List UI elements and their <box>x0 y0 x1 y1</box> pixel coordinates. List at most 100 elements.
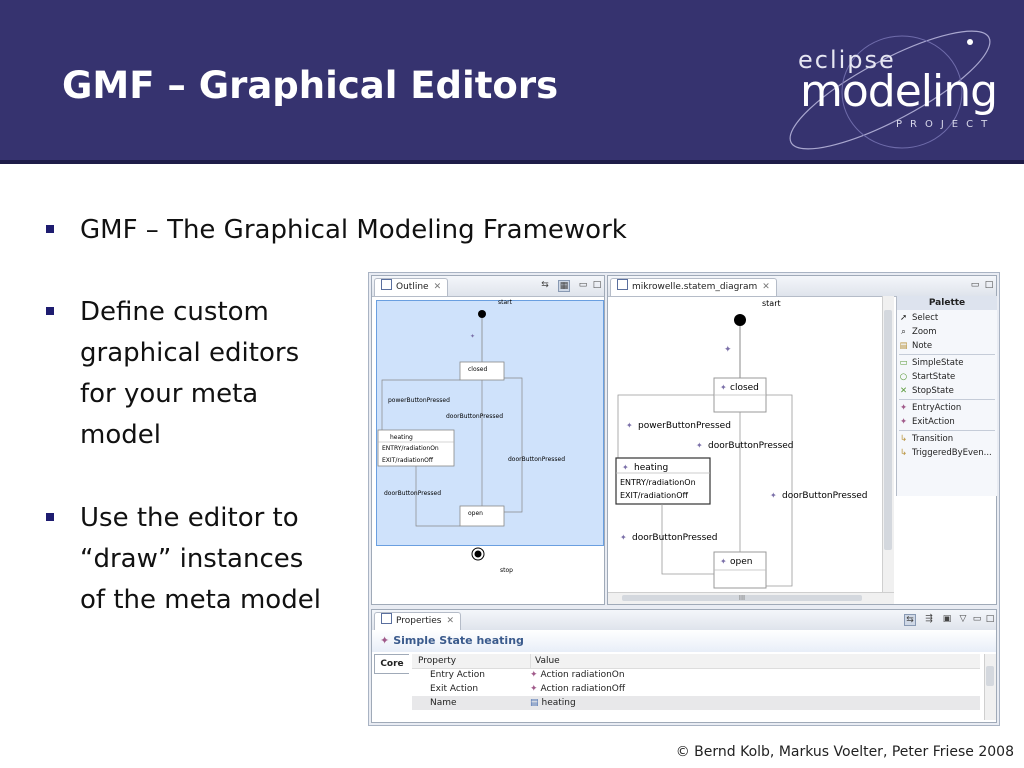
maximize-icon[interactable]: □ <box>984 280 994 290</box>
rounded-rect-icon: ▭ <box>899 358 908 368</box>
palette-item-note[interactable]: ▤Note <box>899 341 933 351</box>
outline-viewport-highlight[interactable] <box>376 300 604 546</box>
view-menu-icon[interactable]: ▽ <box>959 614 967 624</box>
svg-text:EXIT/radiationOff: EXIT/radiationOff <box>382 457 434 464</box>
transition-door2[interactable]: doorButtonPressed <box>782 491 868 501</box>
slide-header <box>0 0 1024 160</box>
svg-text:ENTRY/radiationOn: ENTRY/radiationOn <box>382 445 439 452</box>
copyright-credit: © Bernd Kolb, Markus Voelter, Peter Frie… <box>675 744 1014 760</box>
state-diagram-canvas[interactable]: start ✦ ✦ closed ✦ powerButtonPressed ✦ … <box>608 296 882 592</box>
gmf-editor-window: Outline✕ ⇆ ▦ ▭ □ start ✦ closed powerBut… <box>368 272 1000 726</box>
table-row[interactable]: Name ▤heating <box>412 696 980 710</box>
outline-start-label: start <box>498 299 513 306</box>
outline-tree-toggle-icon[interactable]: ⇆ <box>541 280 549 290</box>
palette-title: Palette <box>897 296 997 310</box>
header-divider <box>0 160 1024 164</box>
bullet-text-gmf: GMF – The Graphical Modeling Framework <box>80 215 627 245</box>
palette-item-simplestate[interactable]: ▭SimpleState <box>899 358 964 368</box>
connector-icon: ↳ <box>899 448 908 458</box>
maximize-icon[interactable]: □ <box>985 614 995 624</box>
palette-separator <box>899 430 995 431</box>
diamond-icon: ✦ <box>530 684 538 694</box>
diamond-icon: ✦ <box>720 557 727 566</box>
outline-transition-door1: doorButtonPressed <box>446 413 503 420</box>
diamond-icon: ✦ <box>899 403 908 413</box>
transition-door1[interactable]: doorButtonPressed <box>708 441 794 451</box>
diamond-icon: ✦ <box>626 421 633 430</box>
close-icon[interactable]: ✕ <box>762 282 770 292</box>
transition-power[interactable]: powerButtonPressed <box>638 421 731 431</box>
properties-vertical-scrollbar[interactable] <box>984 654 996 720</box>
palette-separator <box>899 354 995 355</box>
diamond-icon: ✦ <box>770 491 777 500</box>
properties-table: Property Value Entry Action ✦Action radi… <box>412 654 980 714</box>
transition-door3[interactable]: doorButtonPressed <box>632 533 718 543</box>
diagram-file-icon <box>617 279 628 290</box>
outline-transition-door3: doorButtonPressed <box>384 490 441 497</box>
text-field-icon: ▤ <box>530 698 539 708</box>
restore-default-icon[interactable]: ▣ <box>942 614 952 624</box>
categories-toggle-icon[interactable]: ⇆ <box>904 614 916 626</box>
minimize-icon[interactable]: ▭ <box>578 280 588 290</box>
editor-horizontal-scrollbar[interactable]: III <box>608 592 894 604</box>
table-row[interactable]: Entry Action ✦Action radiationOn <box>430 670 625 680</box>
svg-text:open: open <box>730 557 752 567</box>
circle-icon: ○ <box>899 372 908 382</box>
note-icon: ▤ <box>899 341 908 351</box>
palette-item-exitaction[interactable]: ✦ExitAction <box>899 417 955 427</box>
palette-item-startstate[interactable]: ○StartState <box>899 372 956 382</box>
bullet-marker <box>46 513 54 521</box>
palette: Palette ➚Select ⌕Zoom ▤Note ▭SimpleState… <box>896 296 997 496</box>
palette-item-triggeredby[interactable]: ↳TriggeredByEven... <box>899 448 992 458</box>
svg-text:EXIT/radiationOff: EXIT/radiationOff <box>620 491 688 500</box>
palette-item-entryaction[interactable]: ✦EntryAction <box>899 403 962 413</box>
outline-overview-toggle-icon[interactable]: ▦ <box>558 280 570 292</box>
table-row[interactable]: Exit Action ✦Action radiationOff <box>430 684 626 694</box>
palette-item-transition[interactable]: ↳Transition <box>899 434 954 444</box>
outline-tabbar: Outline✕ ⇆ ▦ ▭ □ <box>372 276 604 297</box>
properties-tabbar: Properties✕ ⇆ ⇶ ▣ ▽ ▭ □ <box>372 610 996 631</box>
diamond-icon: ✦ <box>380 634 390 647</box>
minimize-icon[interactable]: ▭ <box>972 614 982 624</box>
minimize-icon[interactable]: ▭ <box>970 280 980 290</box>
slide-title: GMF – Graphical Editors <box>62 64 559 107</box>
properties-header: ✦Simple State heating <box>372 630 996 652</box>
outline-icon <box>381 279 392 290</box>
editor-vertical-scrollbar[interactable] <box>882 296 894 592</box>
maximize-icon[interactable]: □ <box>592 280 602 290</box>
close-icon[interactable]: ✕ <box>433 282 442 292</box>
start-label: start <box>762 299 781 308</box>
outline-transition-power: powerButtonPressed <box>388 397 450 404</box>
svg-text:closed: closed <box>730 383 759 393</box>
diamond-icon: ✦ <box>724 345 732 355</box>
bullet-marker <box>46 225 54 233</box>
filter-icon[interactable]: ⇶ <box>925 614 933 624</box>
palette-item-stopstate[interactable]: ✕StopState <box>899 386 954 396</box>
svg-text:heating: heating <box>390 434 413 441</box>
outline-diagram: start ✦ closed powerButtonPressed doorBu… <box>377 299 565 574</box>
diamond-icon: ✦ <box>696 441 703 450</box>
properties-view: Properties✕ ⇆ ⇶ ▣ ▽ ▭ □ ✦Simple State he… <box>371 609 997 723</box>
diamond-icon: ✦ <box>899 417 908 427</box>
editor-tabbar: mikrowelle.statem_diagram✕ ▭ □ <box>608 276 996 297</box>
diamond-icon: ✦ <box>530 670 538 680</box>
tab-properties[interactable]: Properties✕ <box>374 612 462 630</box>
eclipse-modeling-logo: eclipse modeling PROJECT <box>770 20 1010 160</box>
close-icon[interactable]: ✕ <box>446 616 455 626</box>
palette-item-zoom[interactable]: ⌕Zoom <box>899 325 936 339</box>
start-state[interactable] <box>734 314 746 326</box>
bullet-text-use: Use the editor to “draw” instances of th… <box>80 503 321 615</box>
cross-icon: ✕ <box>899 386 908 396</box>
svg-text:ENTRY/radiationOn: ENTRY/radiationOn <box>620 478 696 487</box>
connector-icon: ↳ <box>899 434 908 444</box>
properties-icon <box>381 613 392 624</box>
svg-text:heating: heating <box>634 463 668 473</box>
tab-diagram-file[interactable]: mikrowelle.statem_diagram✕ <box>610 278 777 296</box>
palette-item-select[interactable]: ➚Select <box>899 313 939 323</box>
bullet-text-define: Define custom graphical editors for your… <box>80 297 300 450</box>
properties-title: ✦Simple State heating <box>380 634 524 647</box>
tab-outline[interactable]: Outline✕ <box>374 278 449 296</box>
tab-core[interactable]: Core <box>374 654 409 674</box>
properties-table-header: Property Value <box>412 654 980 669</box>
state-heating[interactable] <box>615 457 711 505</box>
